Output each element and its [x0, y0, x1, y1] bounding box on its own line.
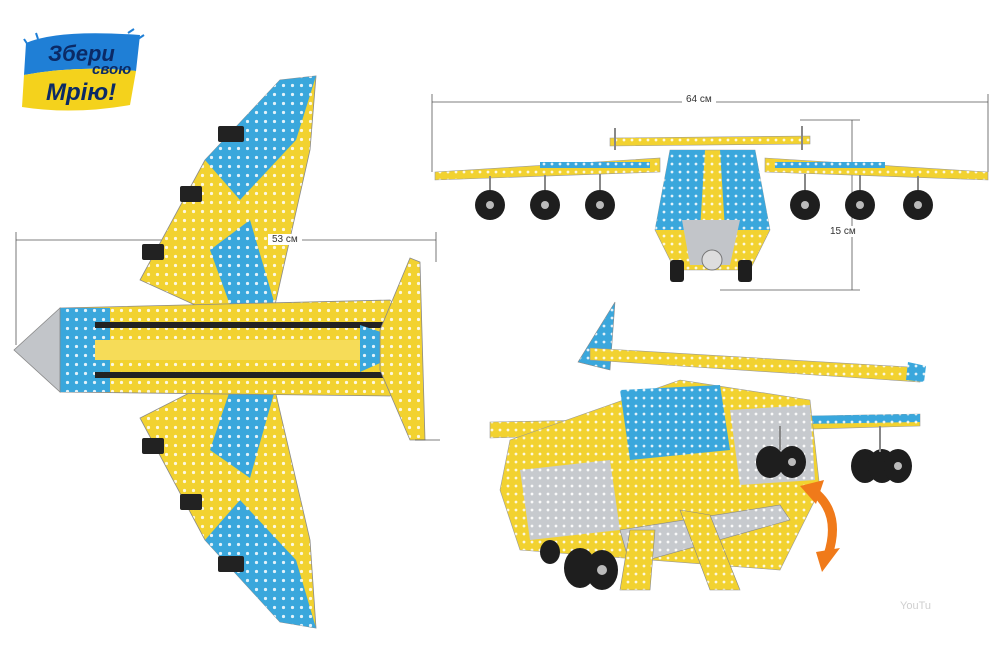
- logo-text-line2: свою: [92, 61, 132, 78]
- dimension-label-width: 64 см: [682, 94, 716, 105]
- logo-text-line1: Збери: [48, 41, 115, 66]
- airplane-perspective-view: [480, 290, 940, 610]
- logo-text-line3: Мрію!: [46, 79, 117, 106]
- airplane-perspective-drawing: [489, 301, 926, 591]
- airplane-front-view-drawing: [431, 94, 989, 291]
- watermark-text: YouTu: [900, 600, 931, 612]
- wheel-set: [475, 174, 933, 282]
- airplane-top-view: 53 см: [0, 0, 460, 667]
- dimension-label-length: 53 см: [268, 234, 302, 245]
- airplane-front-view: 64 см 15 см: [420, 80, 1000, 310]
- airplane-top-view-drawing: [13, 75, 440, 629]
- dimension-label-height: 15 см: [828, 226, 858, 237]
- brand-logo: Збери свою Мрію!: [18, 25, 148, 117]
- logo-flag-shape: [22, 28, 145, 111]
